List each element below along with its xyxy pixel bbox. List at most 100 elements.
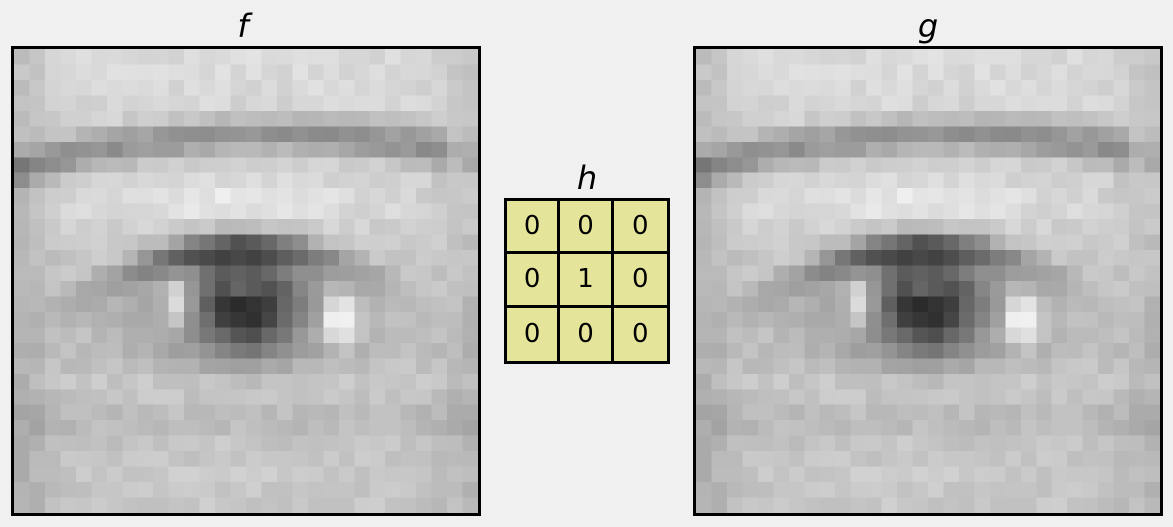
image-pixel [1036,234,1053,251]
image-pixel [1144,157,1160,174]
image-pixel [276,49,293,65]
image-pixel [354,451,371,467]
image-pixel [184,389,200,406]
image-pixel [400,281,417,297]
image-pixel [897,49,913,65]
image-pixel [338,172,355,189]
image-pixel [726,358,743,375]
image-pixel [881,64,898,81]
image-pixel [91,451,108,467]
image-pixel [14,466,30,483]
image-pixel [91,95,108,112]
image-pixel [261,466,278,483]
image-pixel [1129,250,1145,266]
image-pixel [431,141,448,158]
image-pixel [261,95,278,112]
image-pixel [106,219,123,235]
image-pixel [75,389,92,406]
image-pixel [230,482,247,498]
image-pixel [912,342,929,359]
image-pixel [819,373,836,390]
image-pixel [1098,172,1114,189]
image-pixel [1036,126,1053,143]
image-pixel [943,64,960,81]
image-pixel [137,203,154,220]
image-pixel [400,389,417,406]
image-pixel [75,126,92,143]
image-pixel [292,234,309,251]
image-pixel [184,49,200,65]
image-pixel [369,482,386,498]
image-pixel [989,126,1006,143]
image-pixel [106,482,123,498]
image-pixel [928,389,944,406]
image-pixel [447,311,463,328]
image-pixel [246,110,262,127]
image-pixel [431,342,448,359]
image-pixel [292,49,309,65]
image-pixel [261,126,278,143]
image-pixel [199,404,216,421]
image-pixel [788,219,805,235]
image-pixel [773,110,790,127]
image-pixel [989,188,1006,204]
image-pixel [835,296,851,313]
image-pixel [292,157,309,174]
image-pixel [385,234,401,251]
image-pixel [447,110,463,127]
image-pixel [153,420,169,436]
image-pixel [696,49,712,65]
image-pixel [711,404,728,421]
image-pixel [184,497,200,513]
image-pixel [1051,157,1068,174]
image-pixel [75,219,92,235]
image-pixel [416,203,432,220]
image-pixel [1036,203,1053,220]
image-pixel [1113,482,1130,498]
image-pixel [230,64,247,81]
image-pixel [1067,358,1083,375]
image-pixel [835,219,851,235]
image-pixel [307,497,324,513]
image-pixel [29,219,46,235]
image-pixel [199,265,216,282]
image-pixel [60,64,77,81]
image-pixel [1129,435,1145,452]
image-pixel [711,172,728,189]
image-pixel [1020,451,1037,467]
image-pixel [835,404,851,421]
image-pixel [1129,404,1145,421]
image-pixel [1082,296,1099,313]
output-image-title: g [917,7,939,45]
image-pixel [1051,250,1068,266]
image-pixel [1051,281,1068,297]
image-pixel [711,389,728,406]
image-pixel [385,311,401,328]
image-pixel [788,389,805,406]
image-pixel [1098,234,1114,251]
image-pixel [91,327,108,344]
image-pixel [696,203,712,220]
image-pixel [974,466,991,483]
image-pixel [943,79,960,96]
image-pixel [850,373,867,390]
image-pixel [447,234,463,251]
image-pixel [246,466,262,483]
image-pixel [276,126,293,143]
image-pixel [447,435,463,452]
image-pixel [106,172,123,189]
image-pixel [431,110,448,127]
image-pixel [866,265,882,282]
image-pixel [122,265,139,282]
image-pixel [276,296,293,313]
image-pixel [307,311,324,328]
image-pixel [14,188,30,204]
image-pixel [773,404,790,421]
image-pixel [1082,141,1099,158]
image-pixel [711,373,728,390]
image-pixel [44,172,61,189]
image-pixel [1051,358,1068,375]
image-pixel [1113,420,1130,436]
image-pixel [928,172,944,189]
image-pixel [369,281,386,297]
